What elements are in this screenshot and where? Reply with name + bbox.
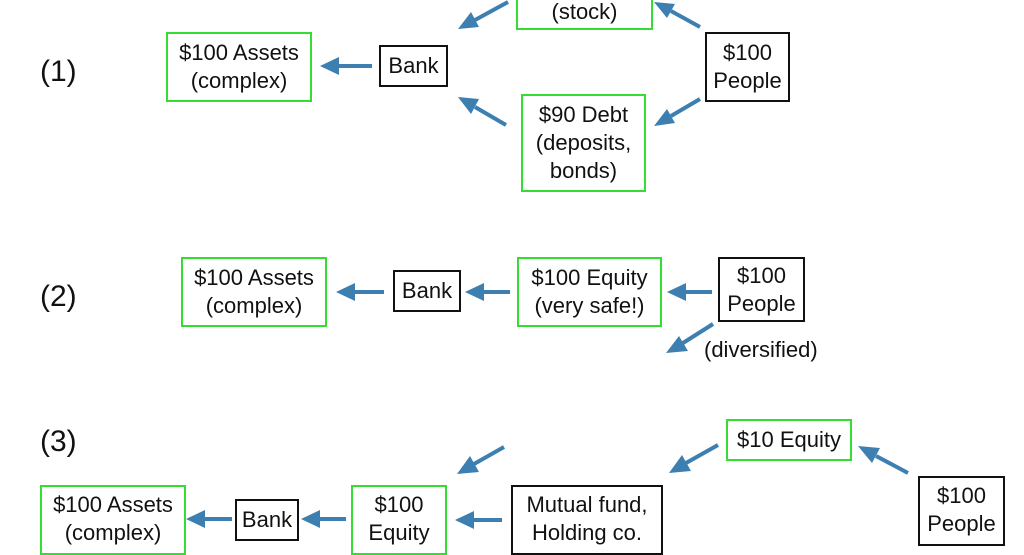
r3-fund-sub: Holding co.	[531, 520, 643, 545]
r1-assets-sub: (complex)	[190, 68, 288, 93]
row-1-label: (1)	[40, 55, 77, 88]
r3-equity-box: $100 Equity	[351, 485, 447, 555]
r2-people-amount: $100	[737, 262, 786, 288]
arrow-r2-equity-to-bank	[465, 283, 510, 301]
r1-people-label: People	[713, 68, 782, 93]
arrow-r3-fund-to-equity	[455, 511, 502, 529]
r2-diversified-note: (diversified)	[704, 337, 818, 362]
r3-bank-label: Bank	[241, 507, 293, 532]
arrow-r1-people-to-debt	[654, 97, 702, 126]
arrow-r2-people-to-diversified	[666, 322, 715, 353]
r3-people-box: $100 People	[918, 476, 1005, 546]
r3-assets-title: $100 Assets	[53, 492, 173, 517]
r2-bank-box: Bank	[393, 270, 461, 312]
arrow-r1-stock-to-bank	[458, 0, 509, 29]
r2-people-label: People	[727, 290, 796, 316]
r1-assets-box: $100 Assets (complex)	[166, 32, 312, 102]
r2-equity-sub: (very safe!)	[534, 293, 645, 318]
r1-equity-box: (stock)	[516, 0, 653, 30]
arrow-r2-bank-to-assets	[336, 283, 384, 301]
arrow-r3-equity-to-bank	[301, 510, 346, 528]
r3-people-label: People	[927, 511, 996, 536]
r3-fund-title: Mutual fund,	[526, 492, 648, 517]
r3-equity-sub: Equity	[368, 520, 430, 545]
r2-assets-box: $100 Assets (complex)	[181, 257, 327, 327]
arrow-r1-debt-to-bank	[458, 97, 508, 127]
r2-bank-label: Bank	[401, 278, 453, 303]
arrow-r3-bank-to-assets	[186, 510, 232, 528]
arrow-r3-people-to-equity10	[858, 446, 909, 475]
r1-bank-label: Bank	[388, 53, 439, 78]
row-2-label: (2)	[40, 280, 77, 313]
arrow-r3-equity10-to-fund	[669, 443, 719, 473]
arrow-r2-people-to-equity	[667, 283, 712, 301]
r1-debt-box: $90 Debt (deposits, bonds)	[521, 94, 646, 192]
r3-fund-box: Mutual fund, Holding co.	[511, 485, 663, 555]
r1-debt-sub1: (deposits,	[535, 130, 632, 155]
r3-bank-box: Bank	[235, 499, 299, 541]
r3-equity-title: $100	[374, 492, 424, 517]
r1-people-amount: $100	[723, 40, 772, 65]
r1-bank-box: Bank	[379, 45, 448, 87]
arrow-r1-bank-to-assets	[320, 57, 372, 75]
r1-debt-sub2: bonds)	[549, 158, 618, 183]
r2-assets-title: $100 Assets	[194, 265, 314, 290]
arrows-layer	[186, 0, 909, 529]
r2-equity-box: $100 Equity (very safe!)	[517, 257, 662, 327]
row-3-label: (3)	[40, 425, 77, 458]
r3-people-amount: $100	[937, 483, 986, 508]
arrow-r3-offscreen-to-left	[457, 445, 505, 474]
r3-equity10-box: $10 Equity	[726, 419, 852, 461]
r3-assets-sub: (complex)	[64, 520, 162, 545]
r1-equity-sub: (stock)	[551, 0, 618, 24]
r3-assets-box: $100 Assets (complex)	[40, 485, 186, 555]
r2-equity-title: $100 Equity	[531, 265, 648, 290]
r1-debt-title: $90 Debt	[538, 102, 629, 127]
r3-equity10-label: $10 Equity	[737, 427, 841, 452]
r1-assets-title: $100 Assets	[179, 40, 299, 65]
r2-people-box: $100 People	[718, 257, 805, 322]
r1-people-box: $100 People	[705, 32, 790, 102]
r2-assets-sub: (complex)	[205, 293, 303, 318]
arrow-r1-people-to-stock	[654, 2, 701, 29]
